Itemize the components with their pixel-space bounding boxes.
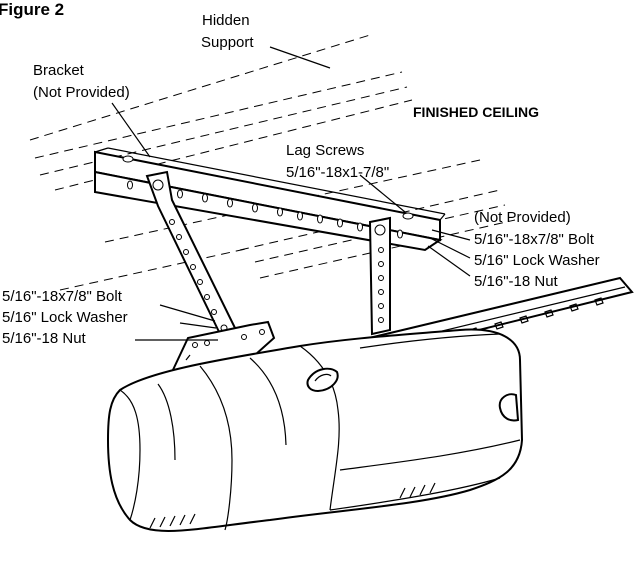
label-lag-screws-1: Lag Screws [286, 142, 364, 159]
right-strap [368, 216, 391, 336]
label-finished-ceiling: FINISHED CEILING [413, 104, 539, 120]
leader-lines [111, 46, 471, 341]
figure-title: Figure 2 [0, 0, 64, 19]
label-right-washer: 5/16" Lock Washer [474, 252, 600, 269]
left-strap [145, 170, 238, 340]
label-left-bolt: 5/16"-18x7/8" Bolt [2, 288, 123, 305]
label-hidden-support-1: Hidden [202, 12, 250, 29]
label-right-nut: 5/16"-18 Nut [474, 273, 559, 290]
label-hidden-support-2: Support [201, 34, 254, 51]
label-left-washer: 5/16" Lock Washer [2, 309, 128, 326]
label-lag-screws-2: 5/16"-18x1-7/8" [286, 164, 389, 181]
bracket-angle-iron [94, 147, 446, 252]
label-bracket-2: (Not Provided) [33, 84, 130, 101]
label-right-not-provided: (Not Provided) [474, 209, 571, 226]
label-bracket-1: Bracket [33, 62, 85, 79]
label-left-nut: 5/16"-18 Nut [2, 330, 87, 347]
opener-motor-head [106, 328, 524, 532]
label-right-bolt: 5/16"-18x7/8" Bolt [474, 231, 595, 248]
